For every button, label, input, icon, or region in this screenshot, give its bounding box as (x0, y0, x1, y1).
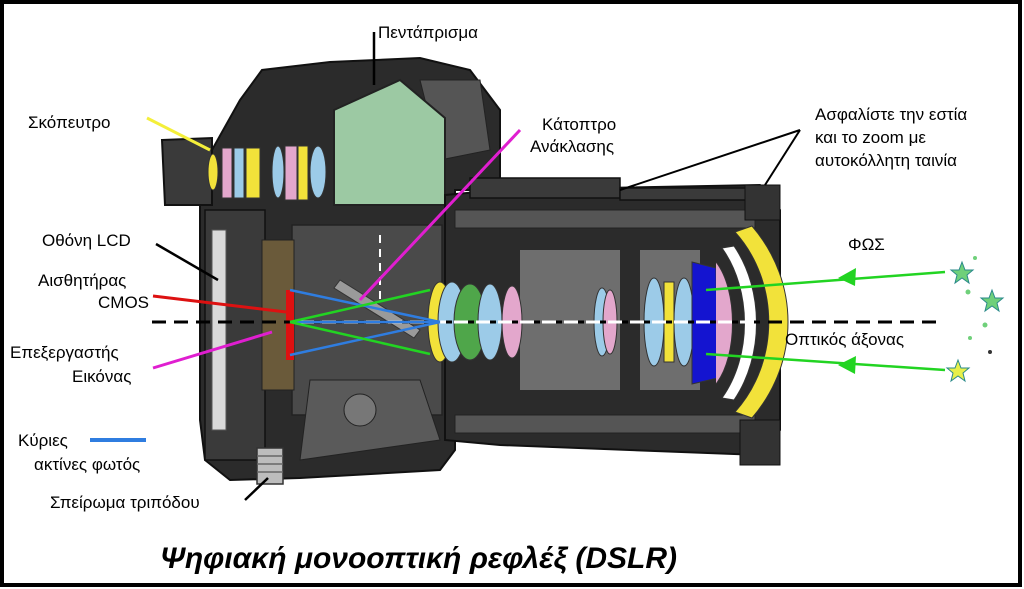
light-rays (289, 268, 946, 374)
label-tripod: Σπείρωμα τριπόδου (50, 493, 200, 512)
label-sensor-2: CMOS (98, 293, 149, 312)
label-processor-1: Επεξεργαστής (10, 343, 119, 362)
label-optical-axis: Οπτικός άξονας (785, 330, 904, 349)
cmos-sensor (286, 290, 294, 360)
label-rays-2: ακτίνες φωτός (34, 455, 140, 474)
pointer-lines (90, 32, 801, 501)
label-processor-2: Εικόνας (72, 367, 131, 386)
label-tape-1: Ασφαλίστε την εστία (815, 105, 967, 124)
pentaprism (333, 78, 446, 206)
label-light: ΦΩΣ (848, 235, 885, 254)
label-mirror-2: Ανάκλασης (530, 137, 614, 156)
labels: Πεντάπρισμα Σκόπευτρο Κάτοπτρο Ανάκλασης… (10, 23, 967, 575)
label-rays-1: Κύριες (18, 431, 68, 450)
label-tape-2: και το zoom με (815, 128, 926, 147)
label-sensor-1: Αισθητήρας (38, 271, 126, 290)
label-tape-3: αυτοκόλλητη ταινία (815, 151, 957, 170)
tripod-socket (256, 447, 284, 485)
diagram-title: Ψηφιακή μονοοπτική ρεφλέξ (DSLR) (160, 542, 677, 575)
star-icons (945, 256, 1005, 383)
label-mirror-1: Κάτοπτρο (542, 115, 616, 134)
label-viewfinder: Σκόπευτρο (28, 113, 110, 132)
label-pentaprism: Πεντάπρισμα (378, 23, 478, 42)
viewfinder-optics (207, 145, 327, 201)
label-lcd: Οθόνη LCD (42, 231, 131, 250)
